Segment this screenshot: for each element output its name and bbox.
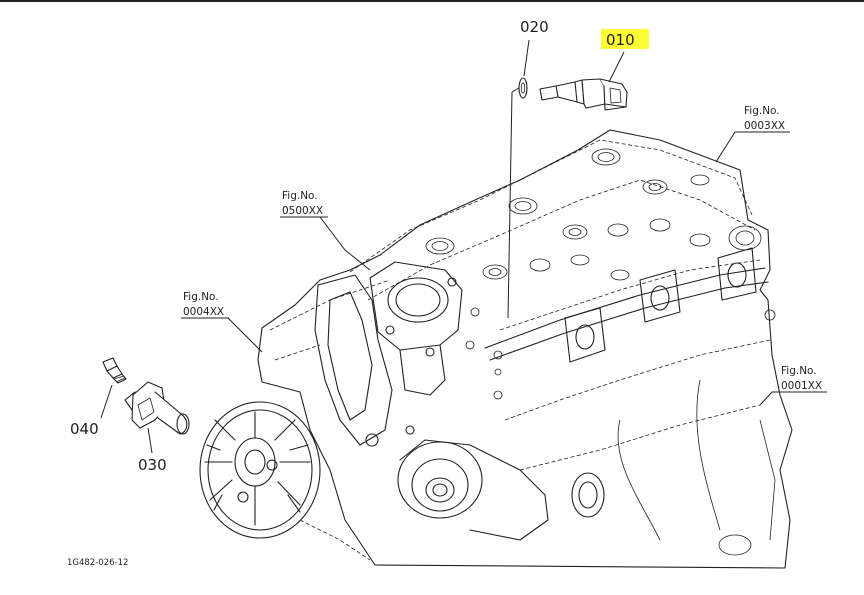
fig-ref-number: 0500XX [282,205,323,217]
gasket-drawing [518,77,528,99]
fig-ref-0001xx[interactable]: Fig.No. 0001XX [779,365,827,393]
fig-ref-prefix: Fig.No. [744,105,780,117]
callout-040[interactable]: 040 [70,420,99,438]
highlight-010 [601,29,649,49]
fig-ref-prefix: Fig.No. [183,291,219,303]
temperature-sensor-drawing [539,78,628,111]
speed-sensor-drawing [124,381,190,435]
fig-ref-0004xx[interactable]: Fig.No. 0004XX [181,291,229,319]
callout-010[interactable]: 010 [606,31,635,49]
engine-block-drawing [199,129,793,569]
fig-ref-0003xx[interactable]: Fig.No. 0003XX [742,105,790,133]
fig-ref-number: 0004XX [183,306,224,318]
fig-ref-prefix: Fig.No. [282,190,318,202]
bolt-drawing [102,357,127,384]
fig-ref-prefix: Fig.No. [781,365,817,377]
fig-ref-number: 0001XX [781,380,822,392]
fig-ref-0500xx[interactable]: Fig.No. 0500XX [280,190,328,218]
callout-030[interactable]: 030 [138,456,167,474]
fig-ref-number: 0003XX [744,120,785,132]
drawing-code: 1G482-026-12 [67,558,128,568]
callout-020[interactable]: 020 [520,18,549,36]
leader-lines [100,39,780,454]
top-border [0,0,864,2]
